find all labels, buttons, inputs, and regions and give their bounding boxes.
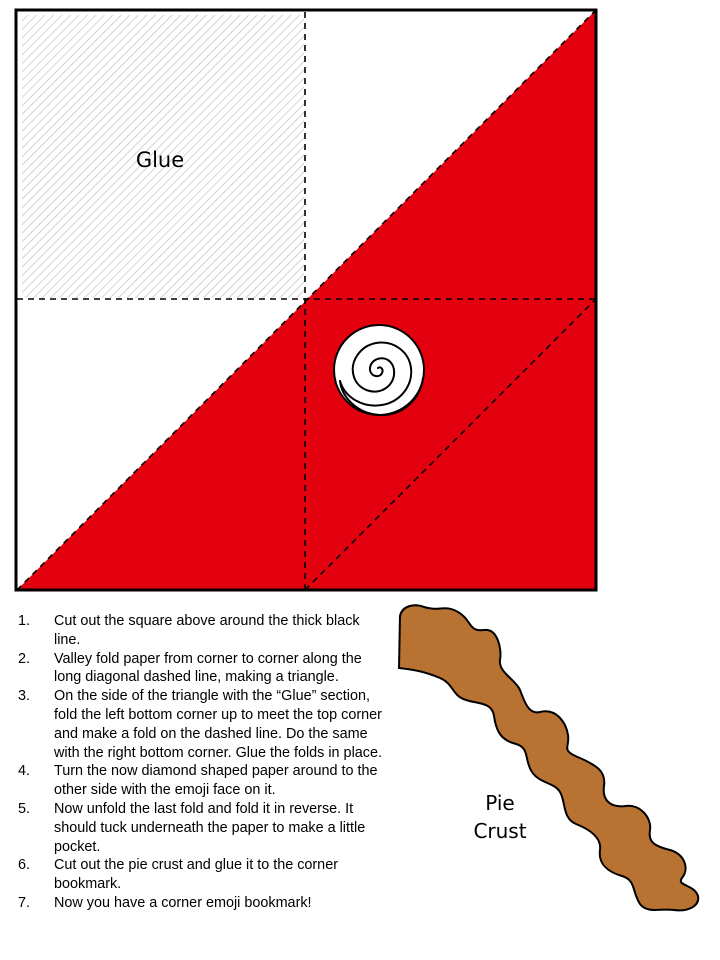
- step-number: 4.: [18, 763, 31, 780]
- swirl-icon: [333, 324, 425, 417]
- instruction-step: 5. Now unfold the last fold and fold it i…: [14, 800, 384, 856]
- step-text: Turn the now diamond shaped paper around…: [54, 763, 378, 799]
- step-text: On the side of the triangle with the “Gl…: [54, 688, 382, 761]
- step-number: 1.: [18, 613, 31, 629]
- glue-hatched-area: [22, 15, 304, 298]
- step-text: Cut out the square above around the thic…: [54, 613, 360, 648]
- instruction-step: 1. Cut out the square above around the th…: [14, 612, 384, 650]
- step-number: 6.: [18, 857, 31, 874]
- instruction-step: 6. Cut out the pie crust and glue it to t…: [14, 856, 384, 894]
- step-number: 3.: [18, 688, 31, 705]
- step-number: 7.: [18, 894, 31, 911]
- instruction-step: 7. Now you have a corner emoji bookmark!: [14, 894, 384, 913]
- instruction-step: 3. On the side of the triangle with the “…: [14, 687, 384, 762]
- pie-crust-label-line-1: Pie: [485, 791, 515, 815]
- step-number: 2.: [18, 650, 31, 667]
- instructions-list: 1. Cut out the square above around the th…: [14, 612, 384, 913]
- pie-crust-shape: [397, 604, 700, 912]
- pie-crust-label-line-2: Crust: [473, 819, 527, 843]
- step-number: 5.: [18, 800, 31, 817]
- pie-crust-label: Pie Crust: [450, 789, 550, 845]
- step-text: Now you have a corner emoji bookmark!: [54, 894, 312, 911]
- fold-line-diagonal: [16, 9, 597, 591]
- instruction-step: 4. Turn the now diamond shaped paper arou…: [14, 762, 384, 800]
- glue-label: Glue: [135, 148, 185, 172]
- step-text: Valley fold paper from corner to corner …: [54, 650, 362, 686]
- step-text: Cut out the pie crust and glue it to the…: [54, 857, 338, 893]
- instruction-step: 2. Valley fold paper from corner to corne…: [14, 650, 384, 688]
- step-text: Now unfold the last fold and fold it in …: [54, 800, 366, 855]
- cut-out-square-border: [14, 8, 598, 592]
- fold-line-corner-diagonal: [304, 298, 597, 591]
